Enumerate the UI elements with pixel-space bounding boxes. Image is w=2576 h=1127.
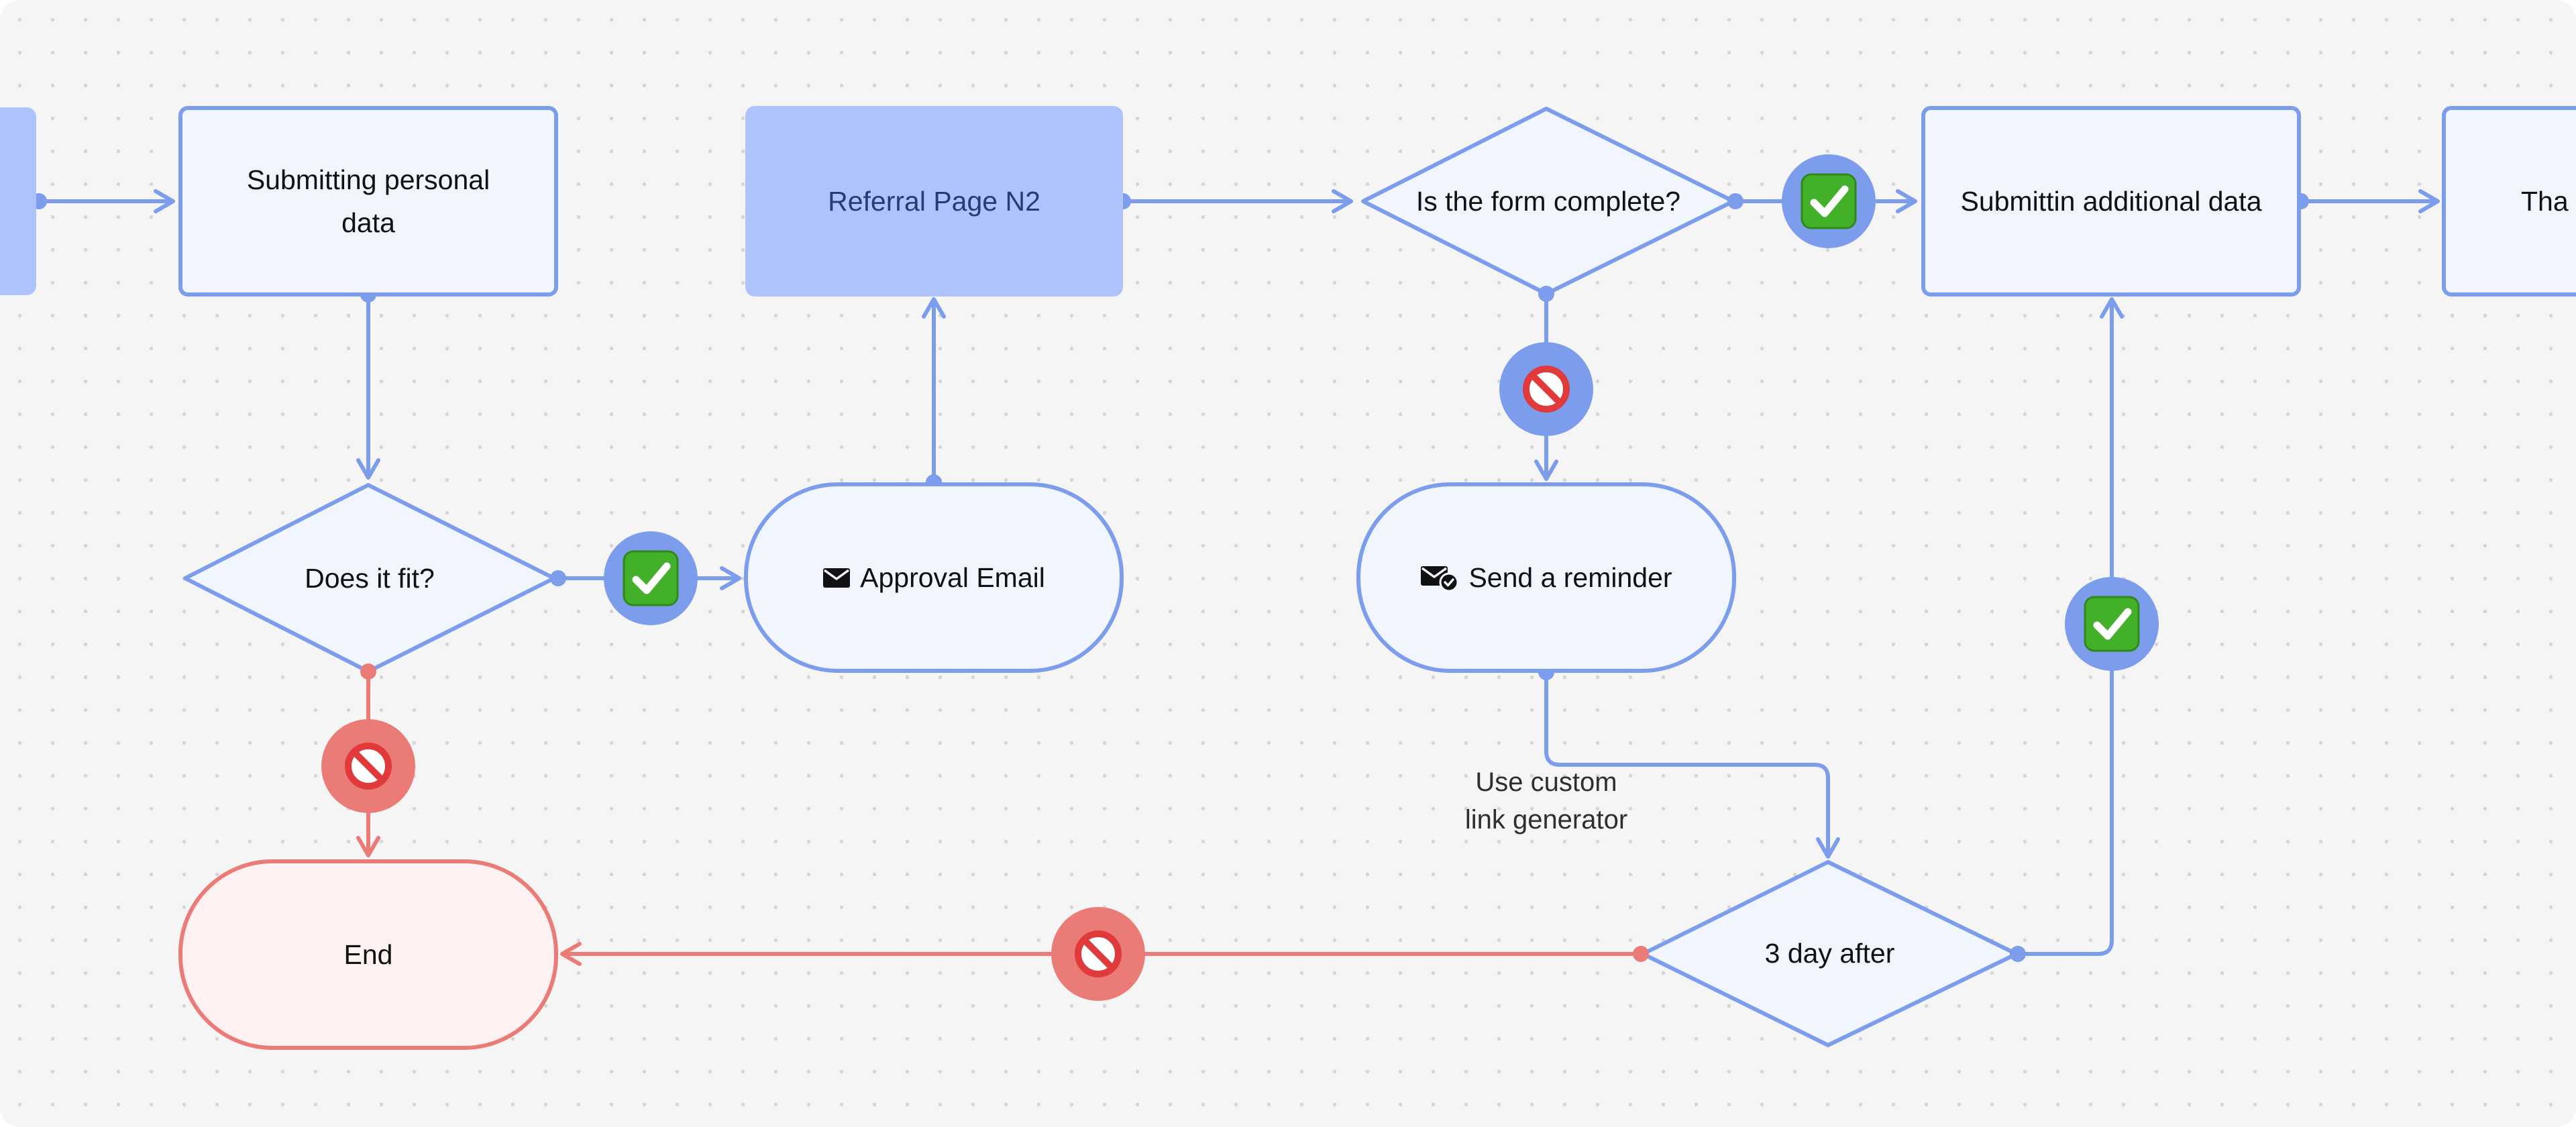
connector-referral-to-formcheck xyxy=(1121,189,1353,213)
decision-label: Is the form complete? xyxy=(1415,185,1681,217)
node-referral-page-n2[interactable]: Referral Page N2 xyxy=(745,106,1123,297)
node-send-a-reminder[interactable]: Send a reminder xyxy=(1356,482,1736,673)
decision-label: 3 day after xyxy=(1764,938,1895,969)
edge-label-custom-link: Use custom link generator xyxy=(1412,763,1680,839)
yes-badge-form-complete xyxy=(1782,154,1876,248)
no-badge-fit xyxy=(321,719,415,813)
node-thank-you-partial[interactable]: Tha xyxy=(2442,106,2576,297)
previous-step-node[interactable] xyxy=(0,107,36,295)
connector-submitting-to-fit xyxy=(356,292,380,480)
decision-label: Does it fit? xyxy=(305,562,435,594)
connector-reminder-to-threeday xyxy=(1544,670,1840,859)
node-label: Referral Page N2 xyxy=(828,186,1040,217)
node-label: Submittin additional data xyxy=(1960,186,2262,217)
node-submitting-personal-data[interactable]: Submitting personal data xyxy=(178,106,558,297)
check-mark-button-icon xyxy=(2084,596,2140,652)
port-dot xyxy=(1727,193,1743,209)
node-label: Send a reminder xyxy=(1468,562,1672,593)
envelope-icon xyxy=(823,568,851,588)
envelope-check-icon xyxy=(1421,566,1459,591)
check-mark-button-icon xyxy=(1801,173,1857,229)
node-label: Approval Email xyxy=(860,562,1045,593)
port-dot xyxy=(1538,286,1554,302)
port-dot xyxy=(360,663,376,680)
port-dot xyxy=(2010,946,2026,962)
port-dot xyxy=(1633,946,1649,962)
node-label: Submitting personal data xyxy=(246,164,490,238)
node-label: Tha xyxy=(2521,186,2569,217)
edge-label-line: link generator xyxy=(1464,805,1628,835)
no-badge-form-complete xyxy=(1499,342,1593,436)
decision-is-the-form-complete[interactable]: Is the form complete? xyxy=(1363,109,1733,294)
prohibited-icon xyxy=(1075,930,1122,977)
check-mark-button-icon xyxy=(623,550,679,606)
no-badge-three-day xyxy=(1051,907,1145,1001)
node-end[interactable]: End xyxy=(178,859,558,1050)
yes-badge-fit xyxy=(604,531,698,625)
connector-additional-to-thanks xyxy=(2299,189,2440,213)
connector-approval-to-referral xyxy=(922,297,946,484)
edge-label-line: Use custom xyxy=(1475,767,1617,797)
prohibited-icon xyxy=(345,743,392,790)
node-submittin-additional-data[interactable]: Submittin additional data xyxy=(1921,106,2301,297)
port-dot xyxy=(550,570,566,586)
connector-threeday-to-additional xyxy=(2016,297,2124,956)
decision-does-it-fit[interactable]: Does it fit? xyxy=(185,485,554,672)
yes-badge-three-day xyxy=(2065,577,2159,671)
decision-shape-three-day-after xyxy=(1641,860,2019,1047)
prohibited-icon xyxy=(1523,366,1570,413)
node-label: End xyxy=(343,939,393,970)
connector-start-to-submitting xyxy=(37,189,175,213)
node-approval-email[interactable]: Approval Email xyxy=(744,482,1124,673)
decision-three-day-after[interactable]: 3 day after xyxy=(1643,862,2017,1045)
